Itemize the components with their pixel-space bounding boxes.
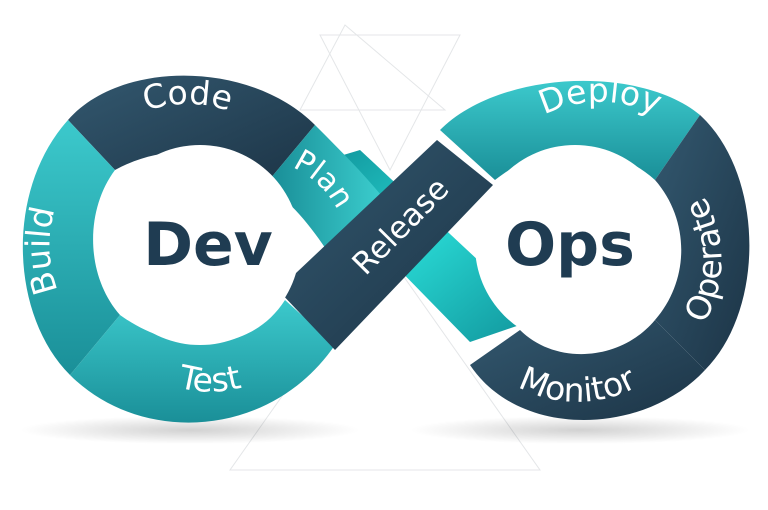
center-label-dev: Dev — [143, 210, 273, 280]
segment-test — [70, 300, 335, 423]
segment-release — [278, 140, 493, 350]
stage-label-test: Test — [175, 357, 244, 400]
segment-operate — [655, 115, 750, 370]
dev-disc — [100, 145, 300, 345]
segment-code — [68, 75, 315, 185]
left-loop — [22, 75, 385, 423]
stage-label-build: Build — [18, 203, 65, 300]
left-loop-shadow — [20, 416, 360, 444]
segment-deploy — [440, 80, 700, 180]
center-label-ops: Ops — [505, 210, 635, 280]
segment-build — [22, 120, 120, 375]
right-loop — [440, 80, 750, 420]
ops-disc — [475, 145, 675, 345]
segment-monitor — [470, 320, 705, 420]
right-loop-shadow — [410, 416, 750, 444]
